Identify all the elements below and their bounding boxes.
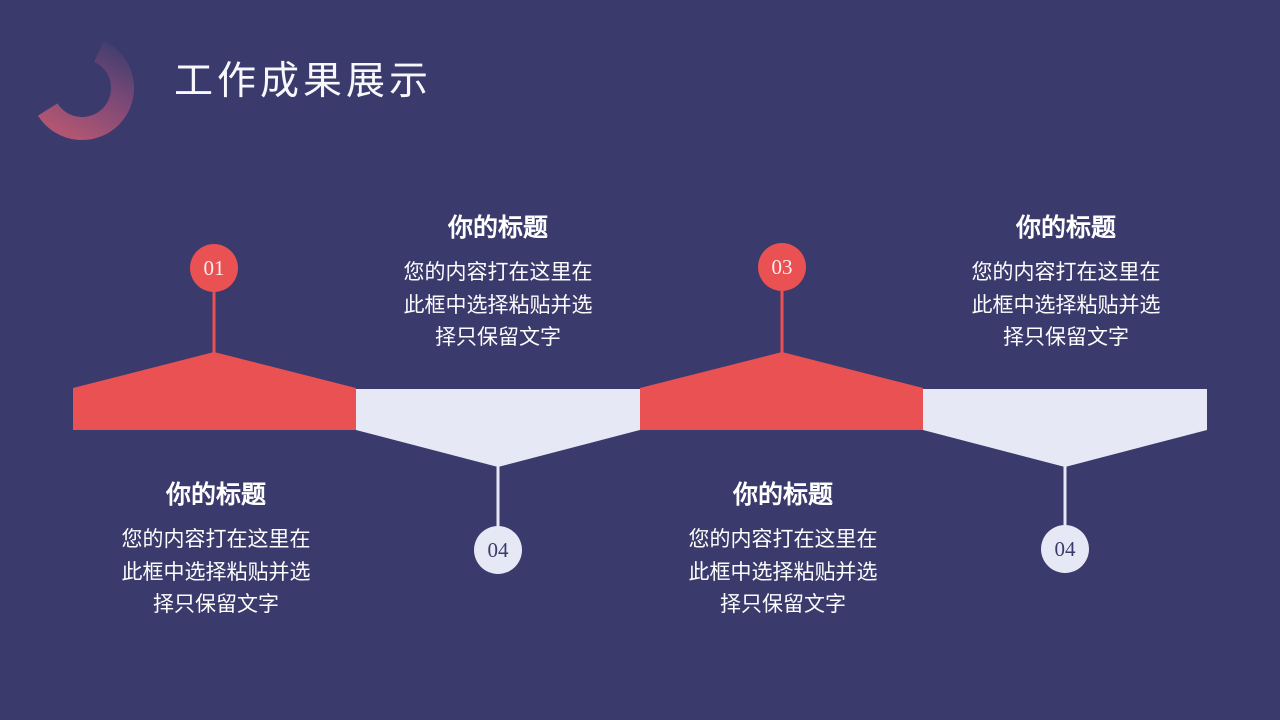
- text-block-step-03: 你的标题 您的内容打在这里在 此框中选择粘贴并选 择只保留文字: [633, 480, 933, 622]
- item-body: 您的内容打在这里在 此框中选择粘贴并选 择只保留文字: [916, 257, 1216, 355]
- item-title: 你的标题: [1015, 214, 1116, 242]
- step-badge-03: 03: [758, 243, 806, 291]
- item-body: 您的内容打在这里在 此框中选择粘贴并选 择只保留文字: [633, 524, 933, 622]
- decorative-ring-arc: [37, 40, 135, 141]
- step-number: 01: [203, 255, 225, 280]
- item-body-line: 此框中选择粘贴并选: [971, 293, 1161, 317]
- item-body: 您的内容打在这里在 此框中选择粘贴并选 择只保留文字: [348, 257, 648, 355]
- item-title: 你的标题: [447, 214, 548, 242]
- step-badge-01: 01: [190, 244, 238, 292]
- item-body-line: 您的内容打在这里在: [688, 528, 878, 551]
- banner-segment-light-1: [356, 389, 640, 467]
- banner-segment-red-2: [640, 352, 923, 430]
- banner-segment-red-1: [73, 352, 356, 430]
- item-body-line: 您的内容打在这里在: [971, 261, 1161, 284]
- banner-segment-light-2: [923, 389, 1207, 467]
- item-body-line: 此框中选择粘贴并选: [688, 560, 878, 584]
- item-body: 您的内容打在这里在 此框中选择粘贴并选 择只保留文字: [66, 524, 366, 622]
- step-badge-04-right: 04: [1041, 525, 1089, 573]
- item-body-line: 您的内容打在这里在: [403, 261, 593, 284]
- item-body-line: 此框中选择粘贴并选: [403, 293, 593, 317]
- item-body-line: 择只保留文字: [720, 593, 846, 616]
- text-block-step-01: 你的标题 您的内容打在这里在 此框中选择粘贴并选 择只保留文字: [66, 480, 366, 622]
- step-number: 04: [487, 537, 509, 562]
- item-title: 你的标题: [165, 481, 266, 509]
- step-badge-04-left: 04: [474, 526, 522, 574]
- decorative-ring-icon: [37, 40, 135, 141]
- item-title: 你的标题: [732, 481, 833, 509]
- item-body-line: 您的内容打在这里在: [121, 528, 311, 551]
- text-block-step-04-left: 你的标题 您的内容打在这里在 此框中选择粘贴并选 择只保留文字: [348, 213, 648, 355]
- item-body-line: 择只保留文字: [435, 326, 561, 349]
- step-number: 03: [771, 254, 793, 279]
- item-body-line: 择只保留文字: [1003, 326, 1129, 349]
- item-body-line: 择只保留文字: [153, 593, 279, 616]
- item-body-line: 此框中选择粘贴并选: [121, 560, 311, 584]
- page-title: 工作成果展示: [174, 60, 433, 103]
- step-number: 04: [1054, 536, 1076, 561]
- text-block-step-04-right: 你的标题 您的内容打在这里在 此框中选择粘贴并选 择只保留文字: [916, 213, 1216, 355]
